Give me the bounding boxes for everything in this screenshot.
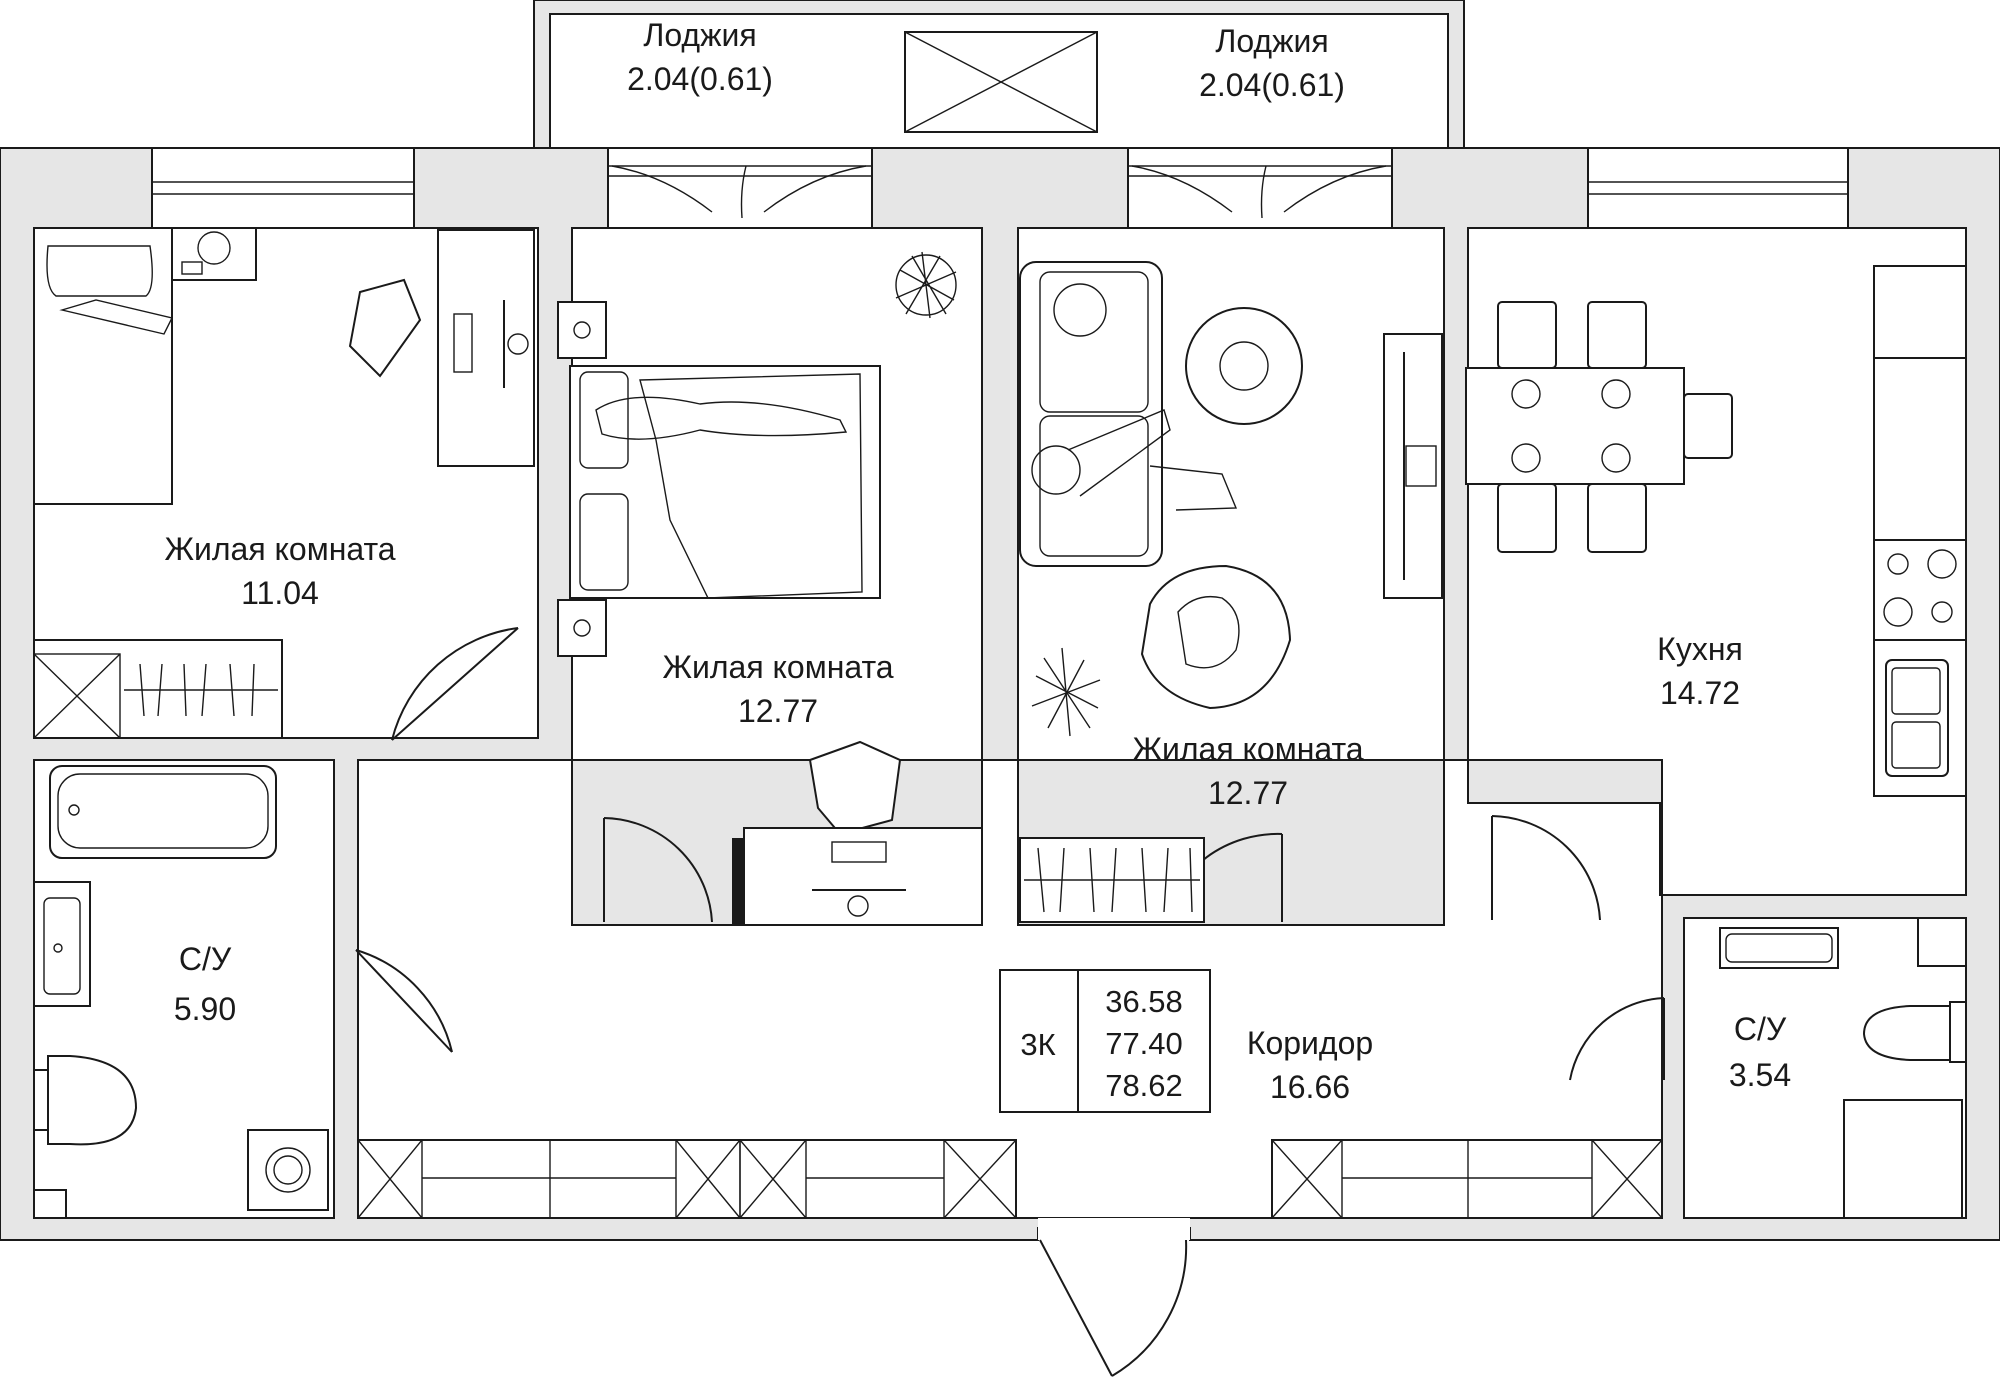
bathtub [49, 765, 277, 859]
room-name-bedroom-2: Жилая комната [662, 649, 893, 685]
chair [808, 740, 902, 836]
window-bedroom-1 [151, 147, 415, 229]
furniture-bedroom-2 [557, 251, 983, 926]
room-name-kitchen: Кухня [1657, 631, 1743, 667]
armchair [1140, 564, 1292, 710]
walls [0, 147, 2000, 1241]
room-name-bathroom-1: С/У [179, 941, 232, 977]
room-name-living: Жилая комната [1132, 731, 1363, 767]
loggia-labels: Лоджия 2.04(0.61) Лоджия 2.04(0.61) [627, 17, 1345, 103]
room-area-living: 12.77 [1208, 775, 1288, 811]
washbasin [33, 881, 91, 1007]
room-area-bathroom-1: 5.90 [174, 991, 236, 1027]
dining-table [1465, 367, 1685, 485]
wardrobe [33, 639, 283, 739]
shower-tray [1843, 1099, 1963, 1219]
plant [1031, 647, 1101, 737]
round-table [1185, 307, 1303, 425]
plant [895, 251, 957, 319]
window-kitchen [1587, 147, 1849, 229]
loggia-left-name: Лоджия [643, 17, 756, 53]
room-labels: Жилая комната 11.04 Жилая комната 12.77 … [164, 531, 1791, 1105]
loggia [533, 0, 1465, 149]
furniture-living [1019, 261, 1443, 923]
toilet [47, 1055, 138, 1146]
summary-box: 3К 36.58 77.40 78.62 [999, 969, 1211, 1113]
nightstand-top [557, 301, 607, 359]
living-area-value: 36.58 [1105, 984, 1183, 1019]
room-name-bedroom-1: Жилая комната [164, 531, 395, 567]
double-bed [569, 365, 881, 599]
total-with-loggia-value: 78.62 [1105, 1068, 1183, 1103]
total-area-value: 77.40 [1105, 1026, 1183, 1061]
room-area-corridor: 16.66 [1270, 1069, 1350, 1105]
room-name-bathroom-2: С/У [1734, 1011, 1787, 1047]
chair [348, 278, 422, 378]
toilet [1862, 1005, 1951, 1061]
wardrobe-right [1271, 1139, 1663, 1219]
apartment-type: 3К [1020, 1027, 1055, 1062]
bed [33, 227, 173, 505]
furniture-bathroom-1 [33, 765, 329, 1219]
room-area-kitchen: 14.72 [1660, 675, 1740, 711]
window-bedroom-2 [607, 147, 873, 229]
entrance-opening [1038, 1218, 1190, 1240]
desk [437, 229, 535, 467]
fridge [1873, 265, 1967, 359]
wardrobe-left [357, 1139, 1017, 1219]
loggia-right-name: Лоджия [1215, 23, 1328, 59]
furniture-bathroom-2 [1719, 917, 1967, 1219]
balcony-doors [611, 165, 1387, 219]
furniture-bedroom-1 [33, 227, 535, 739]
room-name-corridor: Коридор [1247, 1025, 1373, 1061]
sink [1885, 659, 1949, 777]
washing-machine [247, 1129, 329, 1211]
room-area-bathroom-2: 3.54 [1729, 1057, 1791, 1093]
tv-stand [1383, 333, 1443, 599]
furniture-corridor [357, 1139, 1663, 1219]
nightstand-bottom [557, 599, 607, 657]
window-living [1127, 147, 1393, 229]
nightstand [171, 227, 257, 281]
doors [355, 627, 1665, 1377]
furniture-kitchen [1465, 265, 1967, 797]
room-area-bedroom-2: 12.77 [738, 693, 818, 729]
loggia-left-area: 2.04(0.61) [627, 61, 773, 97]
room-area-bedroom-1: 11.04 [241, 575, 319, 611]
sofa [1019, 261, 1163, 567]
loggia-right-area: 2.04(0.61) [1199, 67, 1345, 103]
